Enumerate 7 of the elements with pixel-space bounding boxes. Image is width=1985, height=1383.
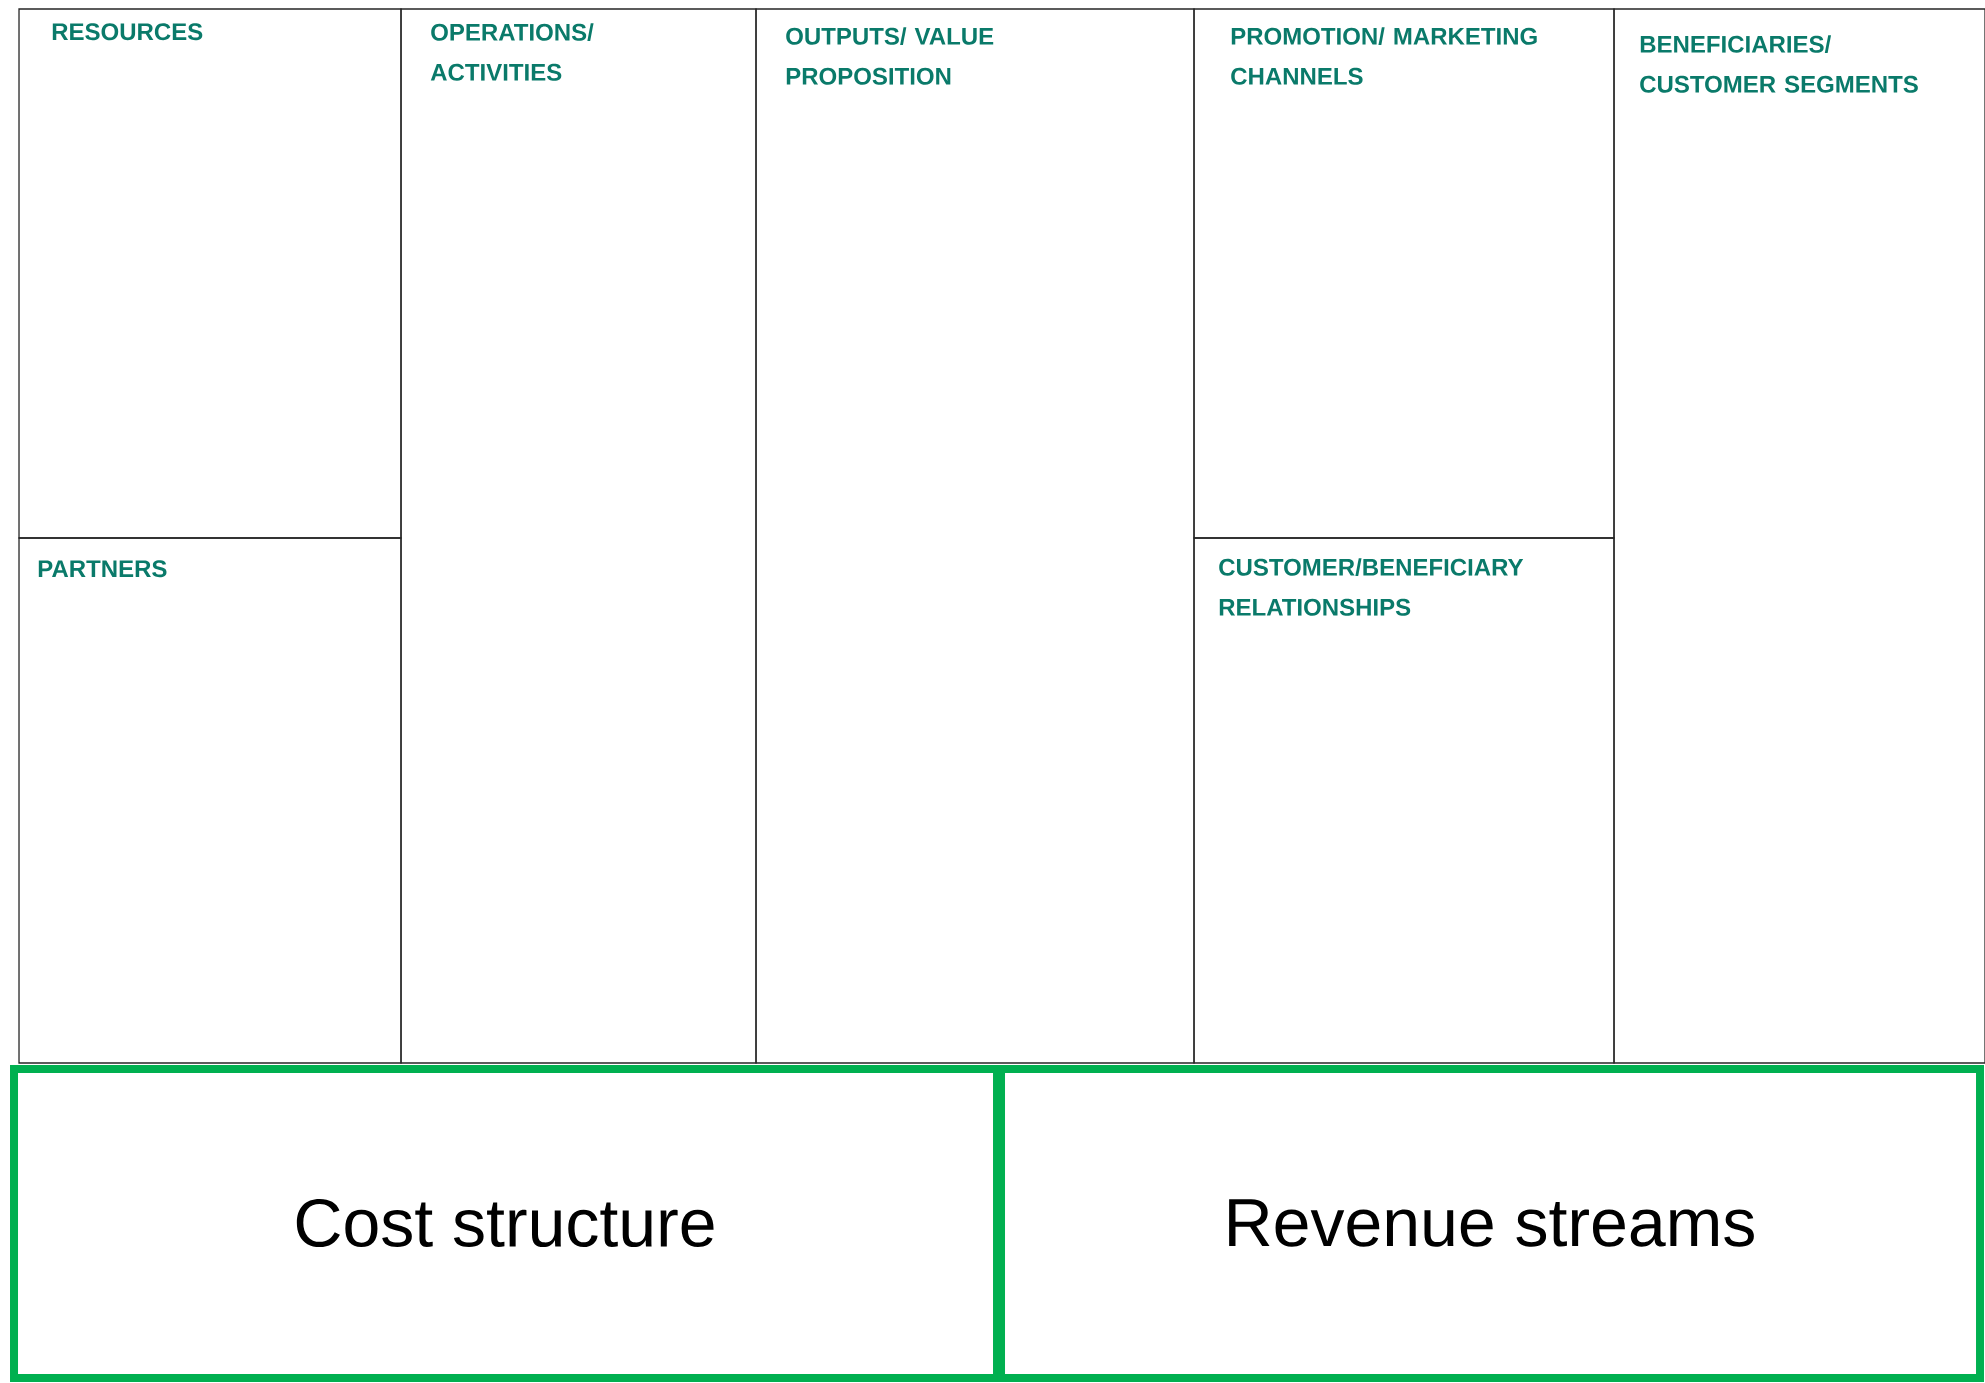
canvas-cell: CUSTOMER/BENEFICIARY RELATIONSHIPS bbox=[1193, 537, 1615, 1064]
canvas-cell: PARTNERS bbox=[18, 537, 402, 1064]
canvas-cell: OUTPUTS/ VALUE PROPOSITION bbox=[755, 8, 1195, 1064]
canvas-cell: BENEFICIARIES/ CUSTOMER SEGMENTS bbox=[1613, 8, 1985, 1064]
canvas-cell: OPERATIONS/ ACTIVITIES bbox=[400, 8, 757, 1064]
canvas-cell: PROMOTION/ MARKETING CHANNELS bbox=[1193, 8, 1615, 539]
canvas-cell: RESOURCES bbox=[18, 8, 402, 539]
